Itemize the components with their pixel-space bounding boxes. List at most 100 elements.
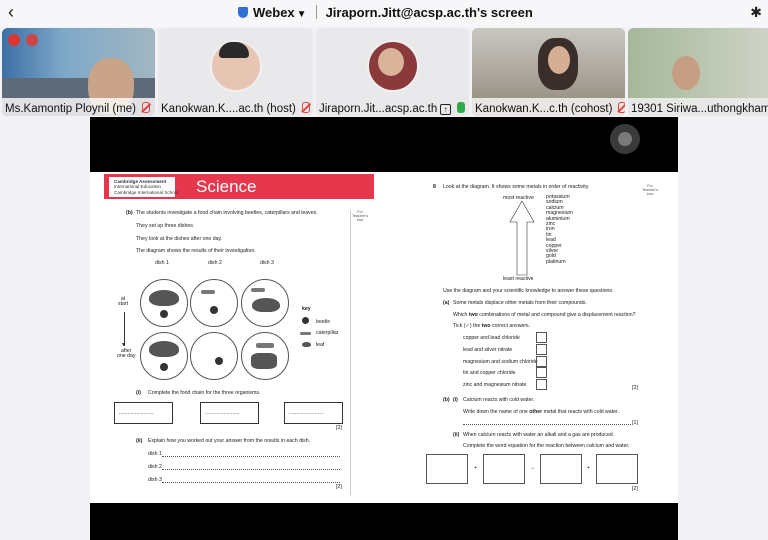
option-label: lead and silver nitrate	[463, 347, 513, 353]
leaf-icon	[149, 290, 179, 306]
video-background	[2, 28, 155, 78]
answer-box[interactable]: ........................	[284, 402, 343, 424]
dish-circle	[190, 279, 238, 327]
question-text: They look at the dishes after one day.	[136, 236, 223, 242]
option-label: magnesium and sodium chloride	[463, 359, 538, 365]
metal-item: silver	[546, 248, 559, 255]
metal-item: platinum	[546, 258, 566, 265]
participant-video	[672, 56, 700, 90]
margin-note: For Teacher's Use	[352, 210, 369, 222]
reactivity-arrow	[509, 200, 535, 276]
participant-tile-student[interactable]: 19301 Siriwa...uthongkham	[628, 28, 768, 116]
option-label: zinc and magnesium nitrate	[463, 382, 527, 388]
question-label: (ii)	[136, 438, 143, 444]
bluetooth-icon: ✱	[750, 4, 762, 20]
answer-line-label: dish 2	[148, 464, 162, 470]
mic-active-icon[interactable]	[457, 102, 466, 113]
question-text: Write down the name of one other metal t…	[463, 409, 619, 415]
metal-item: copper	[546, 242, 562, 249]
answer-box[interactable]: ........................	[200, 402, 259, 424]
dish-circle	[241, 332, 289, 380]
tick-box[interactable]	[536, 356, 547, 367]
chevron-down-icon: ▼	[296, 9, 307, 20]
question-label: (i)	[453, 397, 458, 403]
beetle-icon	[160, 310, 168, 318]
tick-box[interactable]	[536, 367, 547, 378]
eaten-leaf-icon	[251, 353, 277, 369]
equation-box[interactable]	[540, 454, 582, 484]
question-text: When calcium reacts with water an alkali…	[463, 432, 615, 438]
scale-label-bottom: least reactive	[503, 276, 534, 282]
arrow-sign: →	[530, 465, 536, 471]
equation-box[interactable]	[483, 454, 525, 484]
participant-tile-host[interactable]: Kanokwan.K....ac.th (host)	[158, 28, 313, 116]
mic-muted-icon[interactable]	[142, 102, 151, 113]
app-name: Webex	[253, 5, 295, 20]
metal-item: calcium	[546, 204, 564, 211]
equation-box[interactable]	[596, 454, 638, 484]
participant-name: Kanokwan.K....ac.th (host)	[161, 103, 296, 115]
answer-line-label: dish 1	[148, 451, 162, 457]
dish-circle	[140, 332, 188, 380]
question-label: (b)	[443, 397, 450, 403]
equation-box[interactable]	[426, 454, 468, 484]
cambridge-logo: Cambridge Assessment International Educa…	[109, 177, 178, 197]
tick-box[interactable]	[536, 344, 547, 355]
question-text: Complete the word equation for the react…	[463, 443, 630, 449]
leaf-icon	[252, 298, 280, 312]
participant-name: 19301 Siriwa...uthongkham	[631, 103, 768, 115]
mic-muted-icon[interactable]	[301, 102, 310, 113]
tick-box[interactable]	[536, 332, 547, 343]
marks: [2]	[336, 425, 342, 431]
question-number: 8	[433, 184, 436, 190]
marks: [2]	[632, 486, 638, 492]
participant-tile-me[interactable]: Ms.Kamontip Ploynil (me)	[2, 28, 155, 116]
page-divider	[350, 210, 351, 495]
question-text: Look at the diagram. It shows some metal…	[443, 184, 590, 190]
beetle-icon	[160, 363, 168, 371]
tick-box[interactable]	[536, 379, 547, 390]
question-label: (a)	[443, 300, 450, 306]
question-text: Tick (✓) the two correct answers.	[453, 323, 531, 329]
dish-label: dish 3	[260, 260, 274, 266]
answer-line[interactable]	[162, 456, 340, 457]
top-bar: ‹ Webex▼Jiraporn.Jitt@acsp.ac.th's scree…	[0, 0, 768, 27]
participant-tile-cohost[interactable]: Kanokwan.K...c.th (cohost)	[472, 28, 625, 116]
caterpillar-icon	[251, 288, 265, 292]
question-text: Calcium reacts with cold water.	[463, 397, 535, 403]
row-label: at start	[118, 296, 129, 307]
answer-line[interactable]	[162, 482, 340, 483]
plus-sign: +	[587, 465, 591, 471]
question-text: Explain how you worked out your answer f…	[148, 438, 311, 444]
self-view-button[interactable]	[610, 124, 640, 154]
marks: [2]	[632, 385, 638, 391]
beetle-icon	[210, 306, 218, 314]
question-label: (b)	[126, 210, 133, 216]
question-text: Which two combinations of metal and comp…	[453, 312, 636, 318]
question-text: They set up three dishes.	[136, 223, 195, 229]
answer-box[interactable]: ........................	[114, 402, 173, 424]
question-label: (i)	[136, 390, 141, 396]
metal-item: potassium	[546, 194, 570, 200]
answer-line[interactable]	[463, 424, 631, 425]
question-label: (ii)	[453, 432, 460, 438]
key-label: caterpillar	[316, 330, 339, 336]
answer-line[interactable]	[162, 469, 340, 470]
leaf-icon	[302, 342, 311, 347]
scale-label-top: most reactive	[503, 195, 534, 201]
back-chevron-icon[interactable]: ‹	[8, 2, 14, 22]
subject-title: Science	[196, 177, 257, 196]
participant-name: Kanokwan.K...c.th (cohost)	[475, 103, 613, 115]
meeting-title[interactable]: Webex▼Jiraporn.Jitt@acsp.ac.th's screen	[238, 5, 533, 20]
beetle-icon	[215, 357, 223, 365]
dish-circle	[190, 332, 238, 380]
option-label: copper and lead chloride	[463, 335, 520, 341]
mic-muted-icon[interactable]	[618, 102, 625, 113]
participant-tile-presenter[interactable]: Jiraporn.Jit...acsp.ac.th↑	[316, 28, 469, 116]
key-label: leaf	[316, 342, 325, 348]
question-text: Use the diagram and your scientific know…	[443, 288, 614, 294]
plus-sign: +	[474, 465, 478, 471]
red-decoration	[26, 34, 38, 46]
metal-item: magnesium	[546, 210, 573, 217]
